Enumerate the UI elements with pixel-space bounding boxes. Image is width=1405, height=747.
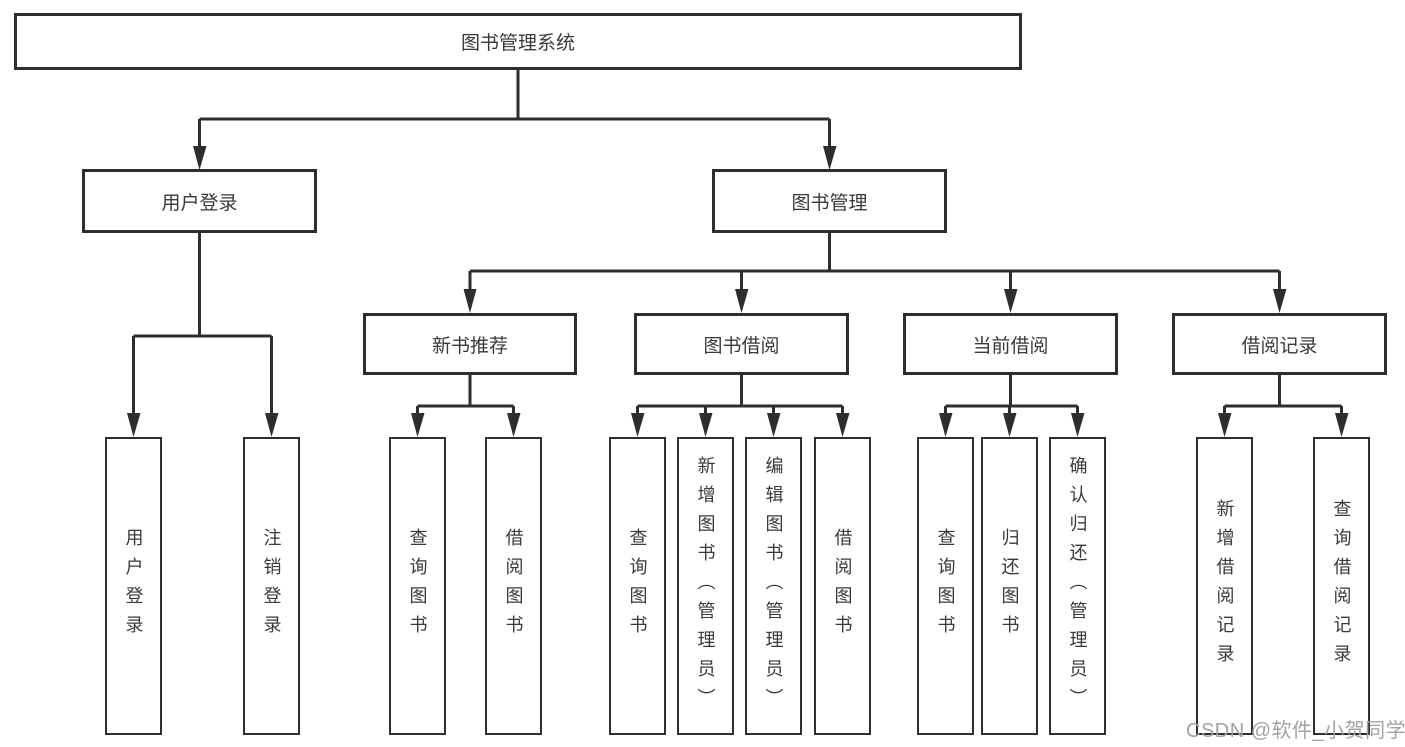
connector-book-management-to-level3 xyxy=(468,233,1281,291)
leaf-query-books-current: 查询图书 xyxy=(917,437,974,735)
connector-book-borrowing-to-leaves xyxy=(636,375,844,415)
connector-current-borrowing-to-leaves xyxy=(944,375,1079,415)
watermark: CSDN @软件_小贺同学 xyxy=(1186,720,1405,742)
connector-borrowing-records-to-leaves xyxy=(1223,375,1343,415)
node-current-borrowing: 当前借阅 xyxy=(903,313,1118,375)
leaf-user-login: 用户登录 xyxy=(105,437,162,735)
connector-user-login-to-leaves xyxy=(132,233,273,415)
node-user-login: 用户登录 xyxy=(82,169,317,233)
leaf-confirm-return-admin: 确认归还（管理员） xyxy=(1049,437,1106,735)
leaf-edit-book-admin: 编辑图书（管理员） xyxy=(745,437,802,735)
connector-root-to-level2 xyxy=(198,70,831,148)
arrowheads xyxy=(127,146,1349,437)
leaf-logout: 注销登录 xyxy=(243,437,300,735)
leaf-add-borrow-record: 新增借阅记录 xyxy=(1196,437,1253,735)
node-borrowing-records: 借阅记录 xyxy=(1172,313,1387,375)
leaf-add-book-admin: 新增图书（管理员） xyxy=(677,437,734,735)
node-book-borrowing: 图书借阅 xyxy=(634,313,849,375)
leaf-borrow-books-recommend: 借阅图书 xyxy=(485,437,542,735)
leaf-query-books-recommend: 查询图书 xyxy=(389,437,446,735)
leaf-borrow-books-borrowing: 借阅图书 xyxy=(814,437,871,735)
leaf-query-borrow-record: 查询借阅记录 xyxy=(1313,437,1370,735)
leaf-return-books: 归还图书 xyxy=(981,437,1038,735)
leaf-query-books-borrowing: 查询图书 xyxy=(609,437,666,735)
node-book-management: 图书管理 xyxy=(712,169,947,233)
node-new-book-recommend: 新书推荐 xyxy=(363,313,577,375)
connector-new-book-recommend-to-leaves xyxy=(416,375,515,415)
node-library-management-system: 图书管理系统 xyxy=(14,13,1022,70)
